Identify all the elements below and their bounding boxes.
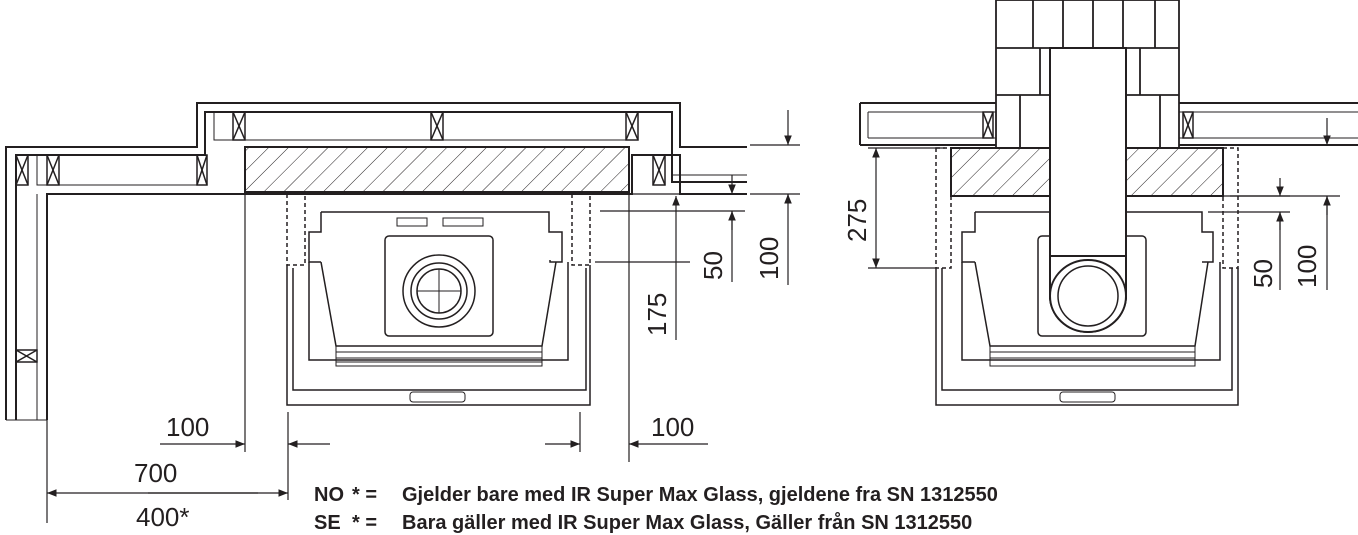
dim-side-wall-a: 700 [134,458,177,488]
left-dimension-labels: 100 100 700 400* 50 100 175 [134,237,784,531]
stove-outline [286,192,591,406]
footnote-text: Bara gäller med IR Super Max Glass, Gäll… [402,512,973,534]
footnote-no: NO * = Gjelder bare med IR Super Max Glass… [314,484,998,507]
flue-pipe [1049,47,1127,333]
dim-top-gap-right: 50 [1248,259,1278,288]
dim-top-total-right: 100 [1292,245,1322,288]
footnote-marker: * = [352,484,378,506]
dim-chimney: 275 [842,199,872,242]
footnote-text: Gjelder bare med IR Super Max Glass, gje… [402,484,998,506]
dim-top-gap: 50 [698,251,728,280]
dim-side-wall-b: 400* [136,502,190,531]
left-view [5,102,800,523]
footnote-se: SE * = Bara gäller med IR Super Max Glass,… [314,512,972,535]
dim-top-total: 100 [754,237,784,280]
dim-right-clearance: 100 [651,412,694,442]
right-view [859,0,1358,406]
footnote-lang: SE [314,512,341,534]
dim-left-clearance: 100 [166,412,209,442]
right-dimension-lines [868,118,1340,290]
insulation-block [244,146,630,193]
left-dimension-lines [46,110,800,523]
right-dimension-labels: 275 50 100 [842,199,1322,288]
footnote-lang: NO [314,484,344,506]
dim-front-depth: 175 [642,293,672,336]
footnote-marker: * = [352,512,378,534]
